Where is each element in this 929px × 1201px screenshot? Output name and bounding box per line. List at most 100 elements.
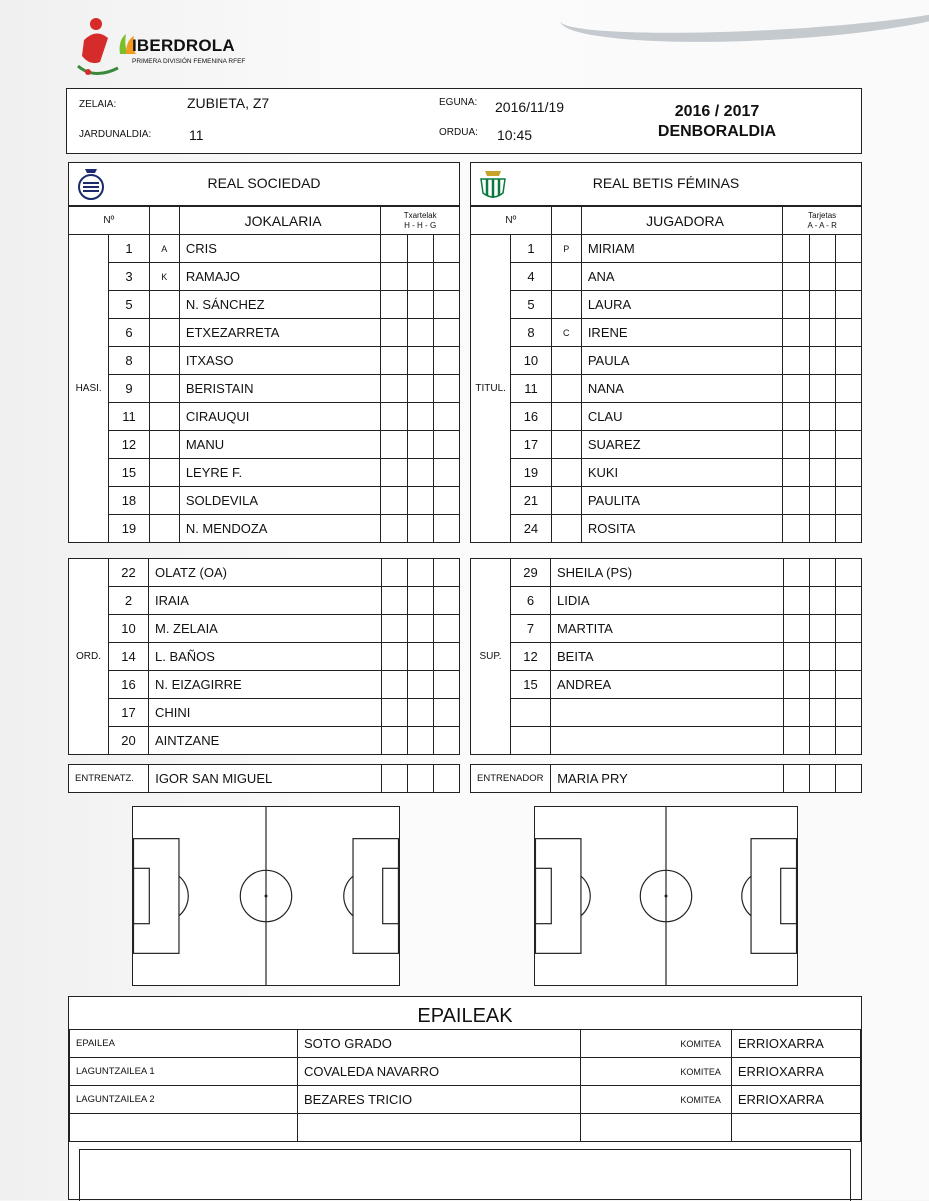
committee-value: ERRIOXARRA: [730, 1029, 862, 1058]
league-emblem-icon: [77, 18, 119, 75]
card-cell: [808, 374, 836, 403]
player-number: 8: [510, 318, 552, 347]
card-cell: [835, 642, 862, 671]
matchday-label: JARDUNALDIA:: [79, 129, 152, 140]
home-team-header: REAL SOCIEDAD: [68, 162, 460, 206]
player-name: NANA: [580, 374, 784, 403]
card-cell: [432, 262, 461, 291]
card-cell: [782, 374, 810, 403]
matchday-value: 11: [189, 127, 204, 143]
card-cell: [783, 726, 810, 755]
player-number: 22: [108, 558, 149, 587]
card-cell: [380, 262, 408, 291]
card-cell: [782, 290, 810, 319]
player-name: BERISTAIN: [178, 374, 382, 403]
match-info-box: ZELAIA: ZUBIETA, Z7 JARDUNALDIA: 11 EGUN…: [66, 88, 862, 154]
card-cell: [808, 290, 836, 319]
card-cell: [432, 318, 461, 347]
card-cell: [808, 234, 836, 263]
away-sub-row: [471, 726, 862, 755]
card-cell: [380, 346, 408, 375]
card-cell: [406, 346, 434, 375]
card-cell: [432, 402, 461, 431]
card-cell: [380, 458, 408, 487]
card-cell: [432, 290, 461, 319]
card-cell: [782, 430, 810, 459]
card-cell: [834, 290, 863, 319]
card-cell: [407, 698, 434, 727]
card-cell: [809, 726, 836, 755]
player-number: 1: [510, 234, 552, 263]
header-swoosh: [558, 0, 929, 51]
player-number: 9: [108, 374, 150, 403]
home-player-row: 9 BERISTAIN: [69, 374, 461, 403]
committee-value: ERRIOXARRA: [730, 1057, 862, 1086]
player-number: 3: [108, 262, 150, 291]
home-player-row: 12 MANU: [69, 430, 461, 459]
player-role: [148, 290, 180, 319]
card-cell: [808, 318, 836, 347]
player-name: PAULITA: [580, 486, 784, 515]
card-cell: [406, 318, 434, 347]
home-col-cards: Txartelak H - H - G: [380, 206, 460, 235]
league-logo: IBERDROLA PRIMERA DIVISIÓN FEMENINA RFEF: [74, 10, 274, 82]
player-role: [148, 486, 180, 515]
player-role: C: [550, 318, 582, 347]
away-team-name: REAL BETIS FÉMINAS: [592, 175, 740, 191]
player-name: RAMAJO: [178, 262, 382, 291]
home-coach-label: ENTRENATZ.: [67, 764, 150, 793]
card-cell: [381, 642, 408, 671]
player-name: MANU: [178, 430, 382, 459]
referee-role: LAGUNTZAILEA 2: [68, 1085, 299, 1114]
player-number: 12: [108, 430, 150, 459]
player-name: N. SÁNCHEZ: [178, 290, 382, 319]
card-cell: [433, 642, 460, 671]
home-coach-name: IGOR SAN MIGUEL: [148, 764, 382, 793]
card-cell: [834, 374, 863, 403]
card-cell: [782, 486, 810, 515]
home-team-name: REAL SOCIEDAD: [207, 175, 321, 191]
player-number: 24: [510, 514, 552, 543]
player-role: [148, 514, 180, 543]
date-label: EGUNA:: [439, 97, 478, 108]
player-name: M. ZELAIA: [148, 614, 382, 643]
player-number: 19: [510, 458, 552, 487]
player-number: 10: [510, 346, 552, 375]
card-cell: [432, 514, 461, 543]
card-cell: [407, 642, 434, 671]
player-number: 8: [108, 346, 150, 375]
time-value: 10:45: [497, 127, 533, 143]
card-cell: [432, 234, 461, 263]
player-number: 11: [108, 402, 150, 431]
player-role: [550, 262, 582, 291]
real-betis-crest-icon: [480, 171, 506, 198]
player-role: K: [148, 262, 180, 291]
away-coach-name: MARIA PRY: [550, 764, 784, 793]
away-coach-row: ENTRENADOR MARIA PRY: [469, 764, 863, 793]
card-cell: [406, 486, 434, 515]
player-number: 17: [108, 698, 149, 727]
card-cell: [380, 318, 408, 347]
card-cell: [808, 486, 836, 515]
player-name: ITXASO: [178, 346, 382, 375]
player-role: [148, 318, 180, 347]
card-cell: [407, 614, 434, 643]
player-role: [550, 458, 582, 487]
card-cell: [808, 514, 836, 543]
player-name: ETXEZARRETA: [178, 318, 382, 347]
card-cell: [834, 318, 863, 347]
date-value: 2016/11/19: [495, 99, 565, 115]
committee-label: KOMITEA: [579, 1085, 732, 1114]
card-cell: [835, 614, 862, 643]
